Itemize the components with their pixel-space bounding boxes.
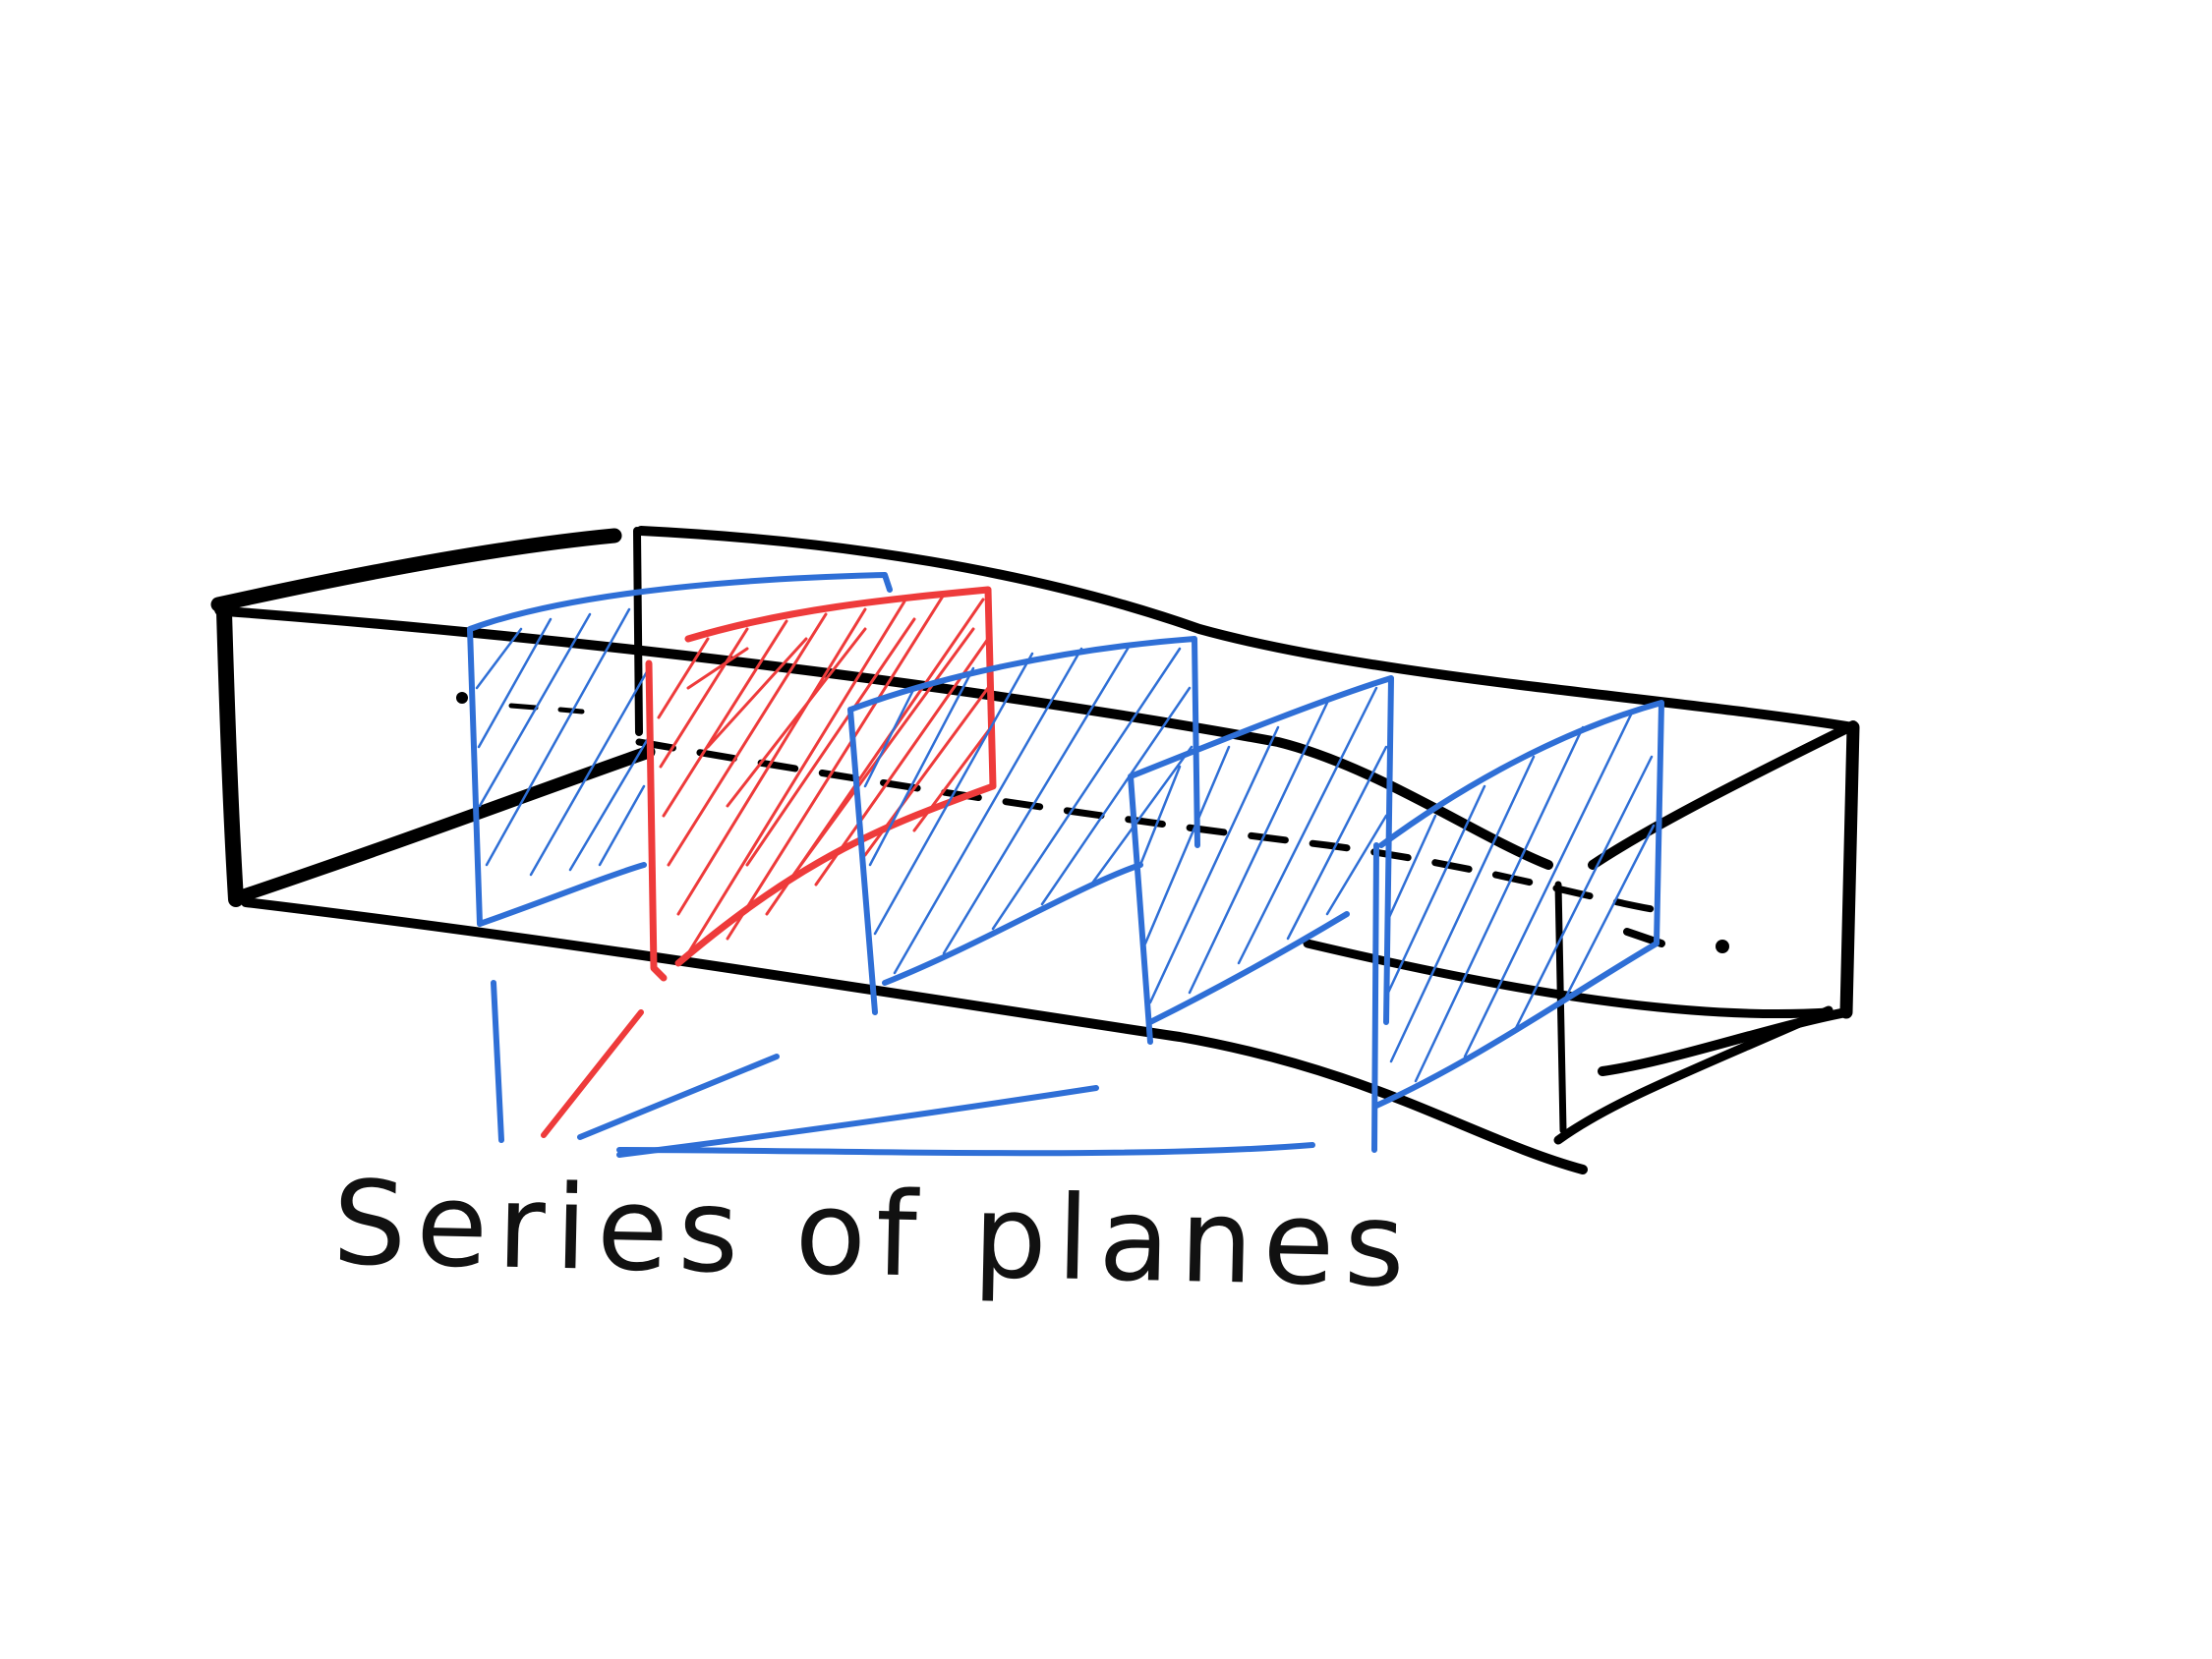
- plane-4-hatching: [1138, 686, 1388, 1004]
- plane-1: [467, 572, 893, 927]
- pointer-line-5: [616, 1142, 1315, 1157]
- box-back-vertical-left: [633, 527, 643, 736]
- plane-3-outline: [847, 636, 1200, 1015]
- pointer-lines: [491, 980, 1315, 1158]
- box-near-bottom-right: [1553, 1005, 1834, 1145]
- box-left-vertical-edge: [216, 603, 244, 907]
- diagram-caption: Series of planes: [331, 1155, 1417, 1314]
- plane-4: [1128, 675, 1394, 1045]
- plane-1-hatching: [475, 607, 651, 877]
- pointer-line-2-red: [541, 1009, 644, 1138]
- plane-4-outline: [1128, 675, 1394, 1045]
- plane-5-outline: [1371, 700, 1664, 1153]
- pointer-line-1: [491, 980, 504, 1143]
- box-left-bottom-edge: [234, 745, 656, 903]
- box-dot-right: [1716, 940, 1729, 953]
- plane-3: [847, 636, 1200, 1015]
- plane-2-hatching: [657, 593, 993, 955]
- box-front-bottom-edge: [241, 897, 1588, 1174]
- plane-2-outline: [645, 586, 997, 982]
- box-near-vertical-right: [1554, 881, 1567, 1134]
- plane-5-hatching: [1384, 711, 1656, 1083]
- box-back-top-edge: [210, 528, 622, 612]
- plane-2-highlighted: [645, 586, 997, 982]
- plane-5: [1371, 700, 1664, 1153]
- box-outline: [210, 526, 1860, 1174]
- box-dot-left: [456, 692, 468, 704]
- box-right-vertical-edge: [1839, 720, 1860, 1019]
- pointer-line-4: [616, 1085, 1099, 1158]
- box-dash-left: [508, 703, 585, 715]
- box-right-top-edge: [1588, 720, 1858, 870]
- plane-3-hatching: [863, 642, 1193, 975]
- plane-1-outline: [467, 572, 893, 927]
- pointer-line-3: [577, 1054, 780, 1140]
- box-back-top-long-edge: [636, 526, 1858, 732]
